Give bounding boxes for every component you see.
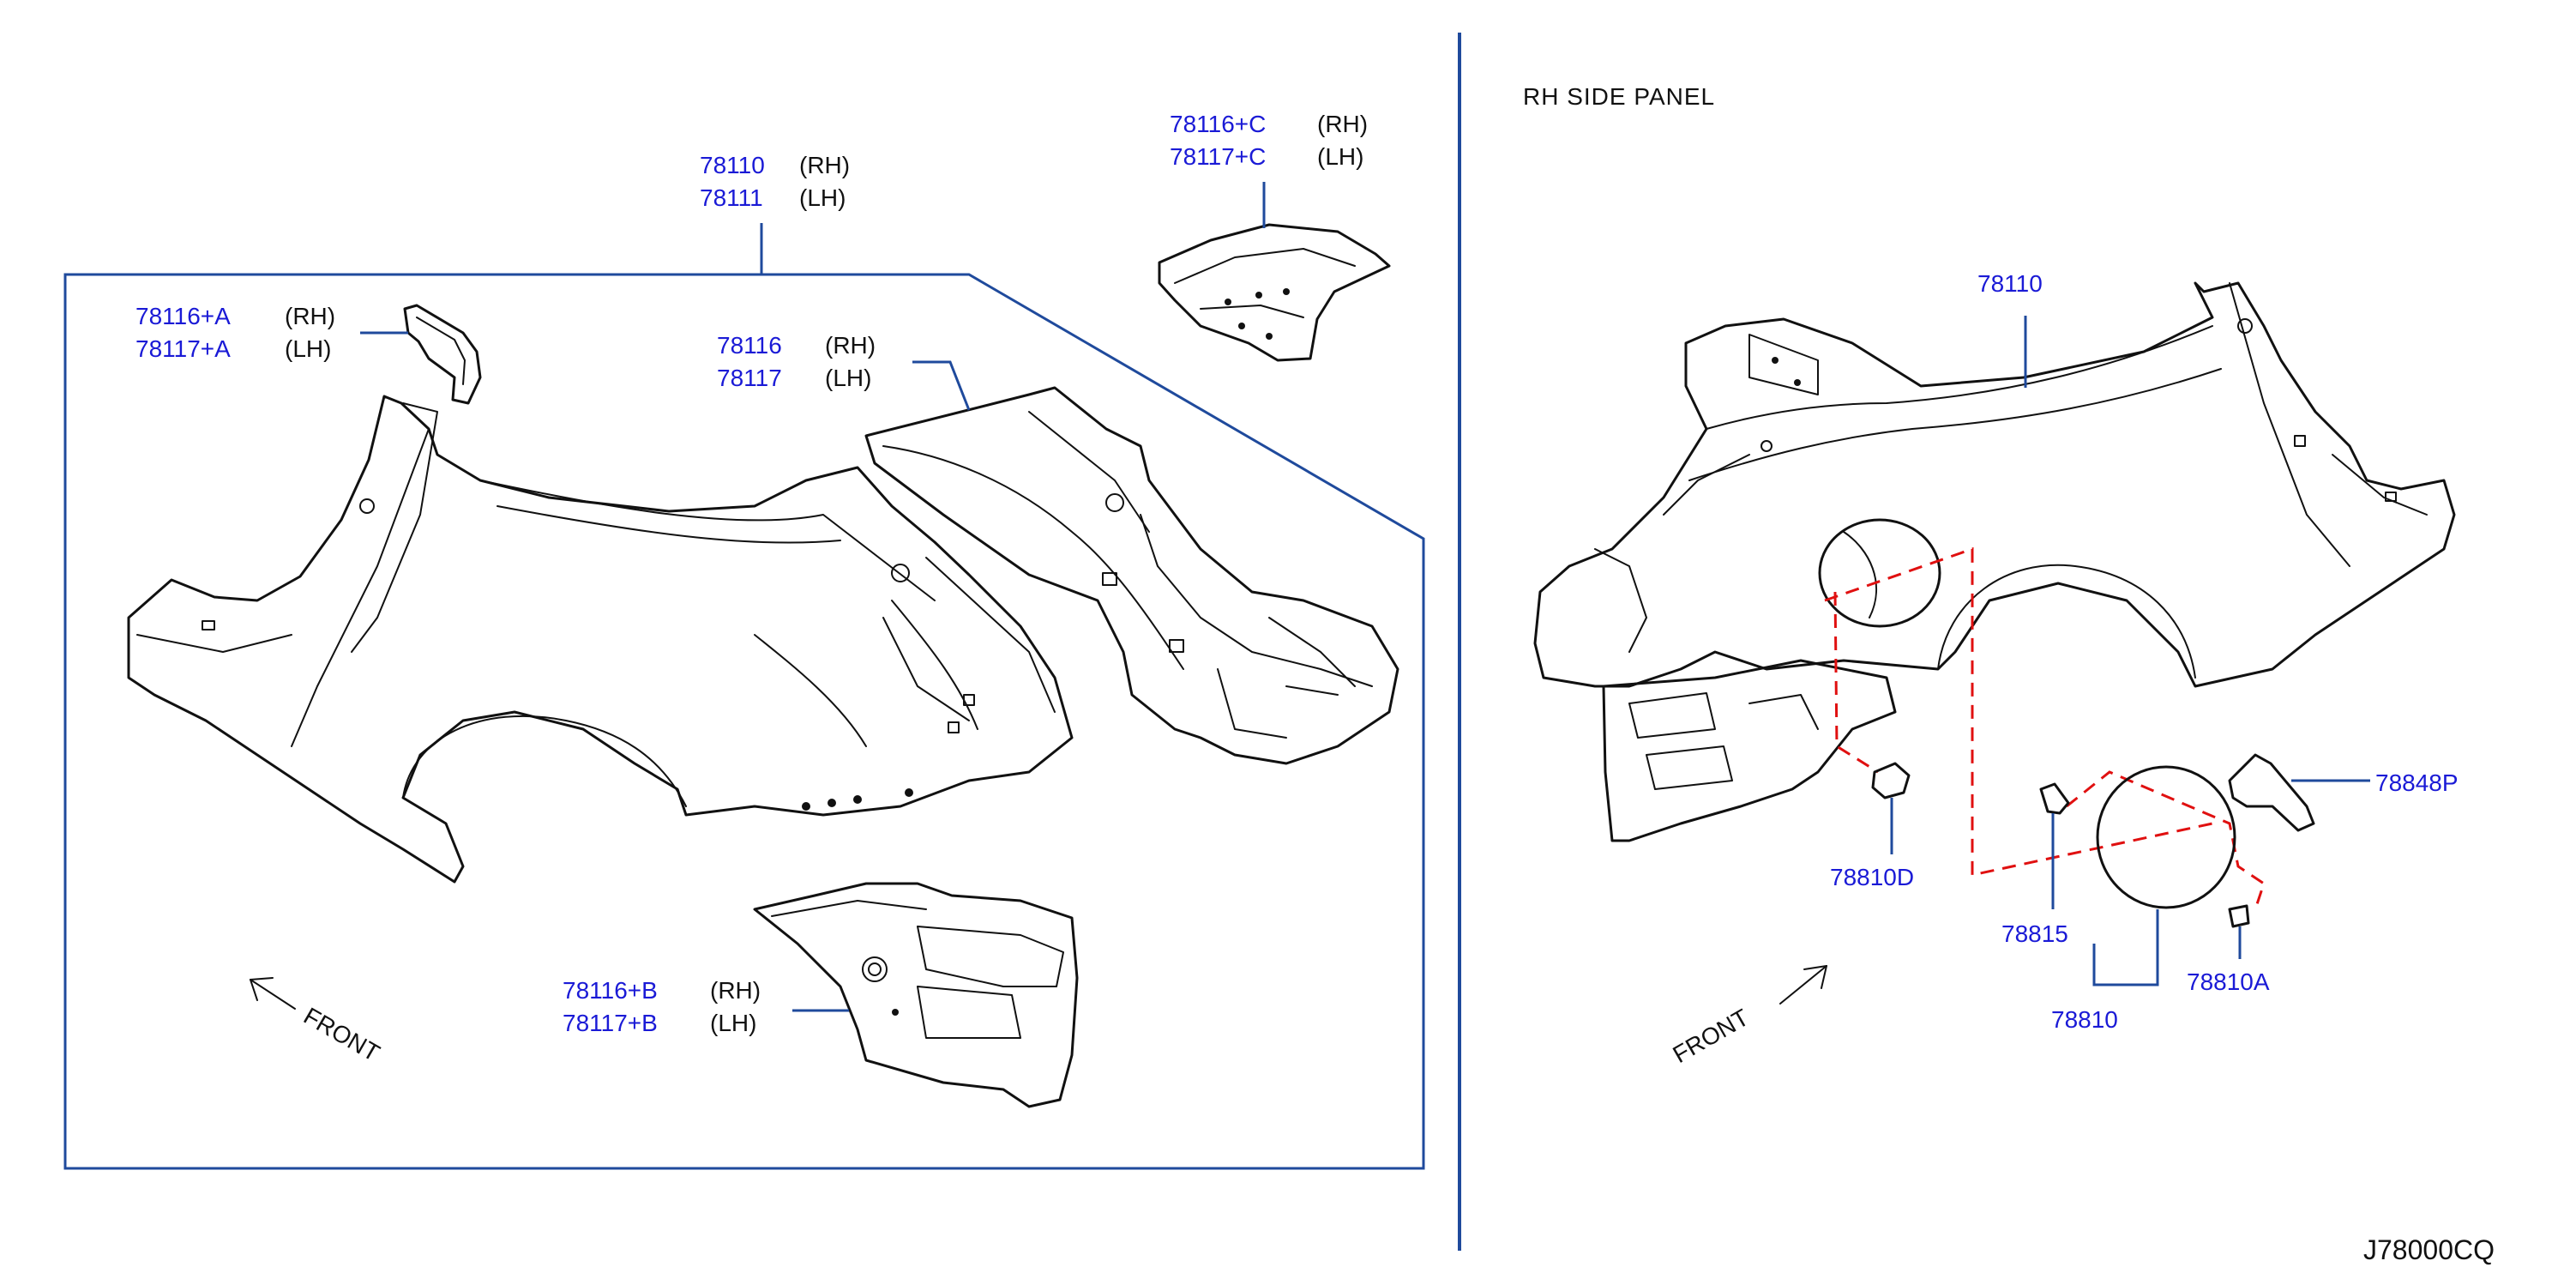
assembly-frame: [63, 273, 1425, 1170]
lid-hinge-drawing: [2228, 753, 2315, 832]
rh-side-panel-heading: RH SIDE PANEL: [1523, 83, 1715, 110]
filler-spring-drawing: [2039, 782, 2070, 815]
label-78117a-side: (LH): [285, 335, 331, 362]
extension-b-drawing: [753, 882, 1079, 1108]
label-78110-left[interactable]: 78110: [700, 152, 765, 178]
diagram-code: J78000CQ: [2363, 1234, 2495, 1265]
lid-bumper-drawing: [2228, 904, 2250, 928]
label-78111-side: (LH): [799, 184, 846, 211]
label-78117c[interactable]: 78117+C: [1170, 143, 1266, 170]
label-78116b[interactable]: 78116+B: [563, 977, 658, 1004]
wheelhouse-inner-leader: [912, 360, 971, 411]
label-78116[interactable]: 78116: [717, 332, 782, 359]
label-78116a[interactable]: 78116+A: [135, 303, 231, 329]
wheelhouse-inner-drawing: [864, 386, 1399, 765]
label-78810a[interactable]: 78810A: [2187, 968, 2270, 995]
label-78848p[interactable]: 78848P: [2375, 769, 2459, 796]
label-78117b-side: (LH): [710, 1010, 756, 1036]
lid-leader: [2092, 909, 2159, 986]
label-78116c-side: (RH): [1317, 111, 1368, 137]
front-arrow-left: [250, 977, 296, 1010]
label-78117a[interactable]: 78117+A: [135, 335, 231, 362]
label-78110-left-side: (RH): [799, 152, 850, 178]
label-78111[interactable]: 78111: [700, 184, 763, 211]
label-78117c-side: (LH): [1317, 143, 1363, 170]
label-78116c[interactable]: 78116+C: [1170, 111, 1266, 137]
label-78116-side: (RH): [825, 332, 876, 359]
rear-fender-panel-drawing: [127, 395, 1074, 884]
front-arrow-right: [1779, 965, 1827, 1005]
label-78815[interactable]: 78815: [2001, 920, 2068, 947]
label-78810[interactable]: 78810: [2051, 1006, 2118, 1033]
label-78116a-side: (RH): [285, 303, 335, 329]
label-78116b-side: (RH): [710, 977, 761, 1004]
filler-base-drawing: [1871, 762, 1911, 799]
label-78810d[interactable]: 78810D: [1830, 864, 1914, 890]
rh-side-panel-drawing: [1533, 281, 2456, 842]
label-78117b[interactable]: 78117+B: [563, 1010, 658, 1036]
bracket-a-drawing: [403, 304, 482, 405]
filler-lid-drawing: [2096, 765, 2236, 909]
assembly-guide-lines: [1824, 546, 2266, 910]
label-78117-side: (LH): [825, 365, 871, 391]
label-78110-right[interactable]: 78110: [1977, 270, 2043, 297]
label-78117[interactable]: 78117: [717, 365, 782, 391]
front-label-right: FRONT: [1669, 1004, 1754, 1068]
front-label-left: FRONT: [299, 1002, 384, 1066]
extension-c-drawing: [1158, 223, 1391, 362]
